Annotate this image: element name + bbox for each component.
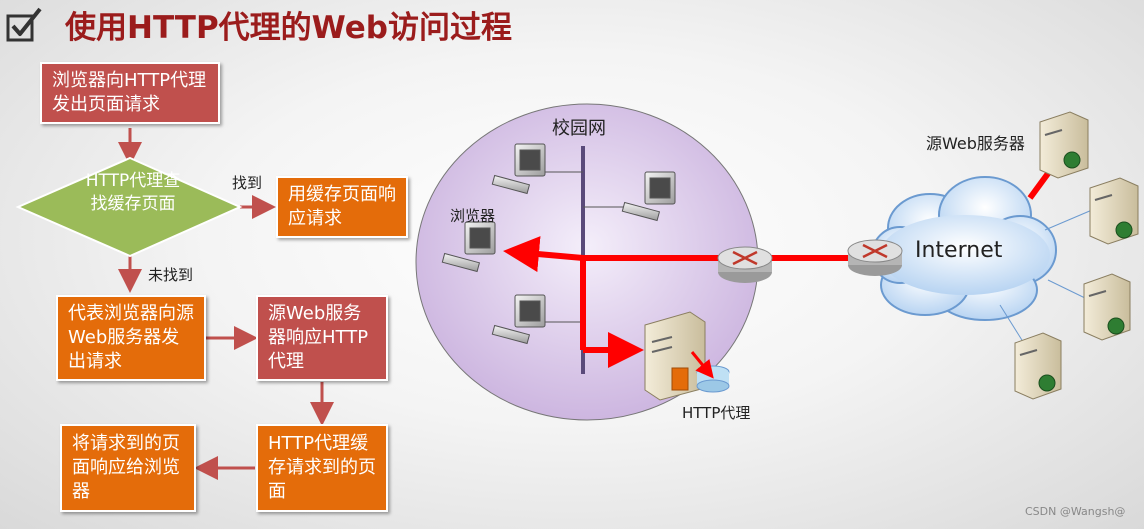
checkbox-icon	[6, 7, 42, 42]
pc-icon	[621, 171, 676, 222]
forward-request-box: 代表浏览器向源Web服务器发出请求	[56, 295, 206, 381]
found-label: 找到	[232, 174, 263, 192]
data-path	[580, 166, 1055, 350]
browser-label: 浏览器	[450, 207, 496, 225]
flow-arrows	[118, 128, 334, 480]
cache-response-box: 用缓存页面响应请求	[276, 176, 408, 238]
origin-server-label: 源Web服务器	[926, 134, 1025, 153]
server-icon	[1083, 273, 1131, 341]
server-icon	[1039, 111, 1089, 179]
server-icon	[1089, 177, 1139, 245]
pc-icon	[491, 143, 546, 195]
respond-browser-box: 将请求到的页面响应给浏览器	[60, 424, 196, 512]
internet-label: Internet	[915, 238, 1003, 263]
server-icon	[1014, 332, 1062, 400]
not-found-label: 未找到	[148, 266, 194, 284]
router-icon	[717, 246, 773, 283]
watermark: CSDN @Wangsh@	[1025, 505, 1126, 518]
page-title: 使用HTTP代理的Web访问过程	[65, 10, 512, 46]
decision-label: HTTP代理查找缓存页面	[85, 171, 181, 214]
pc-icon	[491, 294, 546, 345]
cache-page-box: HTTP代理缓存请求到的页面	[256, 424, 388, 512]
proxy-label: HTTP代理	[682, 404, 751, 422]
browser-request-box: 浏览器向HTTP代理发出页面请求	[40, 62, 220, 124]
campus-network-label: 校园网	[552, 118, 606, 139]
origin-response-box: 源Web服务器响应HTTP代理	[256, 295, 388, 381]
pc-icon	[441, 221, 496, 273]
router-icon	[847, 239, 903, 276]
decision-diamond	[15, 156, 243, 258]
proxy-server-icon	[644, 311, 730, 401]
